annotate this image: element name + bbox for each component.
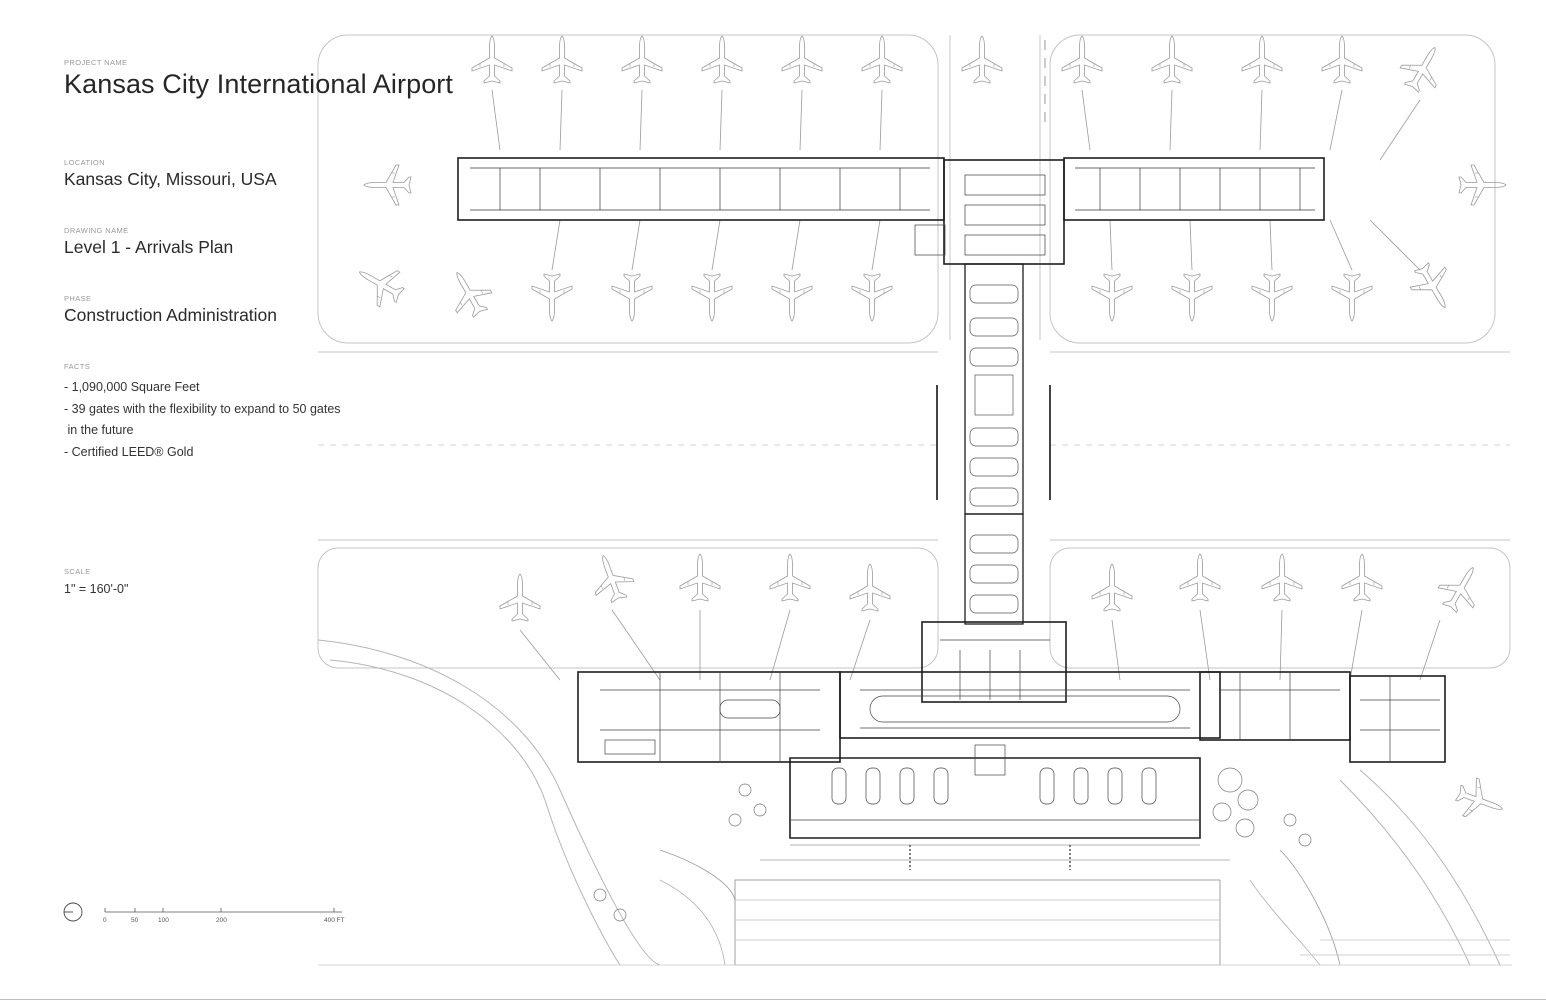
scale-value: 1" = 160'-0" <box>64 582 129 596</box>
scale-tick-label: 50 <box>131 917 139 924</box>
scale-block: SCALE 1" = 160'-0" <box>64 567 128 596</box>
scale-tick-label: 100 <box>158 917 169 924</box>
phase-value: Construction Administration <box>64 305 278 325</box>
facts-block: FACTS - 1,090,000 Square Feet - 39 gates… <box>64 362 374 463</box>
location-value: Kansas City, Missouri, USA <box>64 169 277 189</box>
title-block: PROJECT NAME Kansas City International A… <box>64 58 453 596</box>
facts-list: - 1,090,000 Square Feet - 39 gates with … <box>64 377 374 463</box>
scale-bar <box>104 908 342 913</box>
drawing-name-value: Level 1 - Arrivals Plan <box>64 237 234 257</box>
scale-tick-label: 400 FT <box>324 917 345 924</box>
facts-label: FACTS <box>64 362 91 371</box>
fact-item: - 1,090,000 Square Feet <box>64 380 200 394</box>
fact-item: - 39 gates with the flexibility to expan… <box>64 401 341 416</box>
project-name-label: PROJECT NAME <box>64 58 128 67</box>
drawing-name-block: DRAWING NAME Level 1 - Arrivals Plan <box>64 226 233 258</box>
scale-label: SCALE <box>64 567 91 576</box>
phase-label: PHASE <box>64 294 92 303</box>
scale-tick-label: 200 <box>216 917 227 924</box>
project-title: Kansas City International Airport <box>64 69 453 99</box>
location-label: LOCATION <box>64 158 105 167</box>
phase-block: PHASE Construction Administration <box>64 294 277 326</box>
north-arrow-icon <box>63 902 83 922</box>
location-block: LOCATION Kansas City, Missouri, USA <box>64 158 277 190</box>
fact-item: in the future <box>64 423 134 437</box>
scale-tick-label: 0 <box>103 917 107 924</box>
graphic-scale: 0 50 100 200 400 FT <box>63 902 345 924</box>
fact-item: - Certified LEED® Gold <box>64 444 194 459</box>
drawing-name-label: DRAWING NAME <box>64 226 129 235</box>
